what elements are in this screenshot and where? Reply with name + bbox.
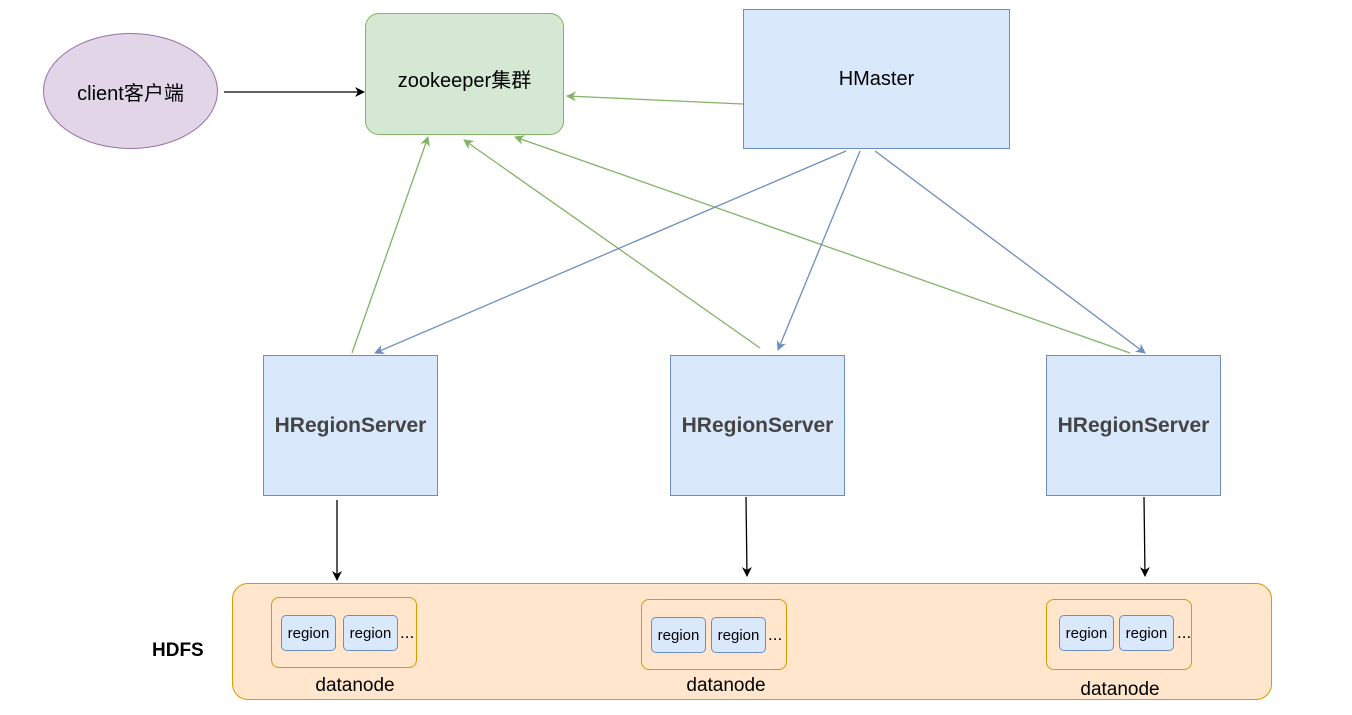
datanode-3[interactable]: region region ... (1046, 599, 1192, 670)
edge-rs3-zookeeper (514, 135, 1131, 354)
region-server-label: HRegionServer (681, 413, 834, 437)
region-box[interactable]: region (343, 615, 398, 651)
edge-hmaster-rs1 (374, 150, 847, 355)
edge-rs2-zookeeper (463, 139, 761, 349)
region-box[interactable]: region (281, 615, 336, 651)
region-server-node-1[interactable]: HRegionServer (263, 355, 438, 496)
region-box[interactable]: region (1059, 615, 1114, 651)
client-label: client客户端 (77, 82, 184, 105)
zookeeper-label: zookeeper集群 (397, 70, 532, 92)
region-server-node-2[interactable]: HRegionServer (670, 355, 845, 496)
region-ellipsis: ... (400, 623, 415, 642)
region-ellipsis: ... (1177, 623, 1192, 642)
region-box[interactable]: region (1119, 615, 1174, 651)
hmaster-node[interactable]: HMaster (743, 9, 1010, 149)
region-box[interactable]: region (711, 617, 766, 653)
region-server-label: HRegionServer (1057, 413, 1210, 437)
edge-rs1-zookeeper (351, 136, 430, 354)
region-server-label: HRegionServer (274, 413, 427, 437)
datanode-1[interactable]: region region ... (271, 597, 417, 668)
hmaster-label: HMaster (838, 67, 915, 90)
client-node[interactable]: client客户端 (43, 33, 218, 149)
datanode-label: datanode (315, 675, 395, 696)
hdfs-label: HDFS (152, 640, 204, 661)
datanode-2[interactable]: region region ... (641, 599, 787, 670)
region-box[interactable]: region (651, 617, 706, 653)
region-ellipsis: ... (768, 625, 783, 644)
zookeeper-node[interactable]: zookeeper集群 (365, 13, 564, 135)
datanode-label: datanode (1080, 679, 1160, 700)
edge-hmaster-zookeeper (566, 91, 744, 105)
region-server-node-3[interactable]: HRegionServer (1046, 355, 1221, 496)
edge-rs2-hdfs (741, 496, 752, 577)
edge-rs3-hdfs (1139, 496, 1150, 577)
edge-hmaster-rs3 (874, 150, 1146, 354)
datanode-label: datanode (686, 675, 766, 696)
edge-hmaster-rs2 (776, 150, 861, 351)
